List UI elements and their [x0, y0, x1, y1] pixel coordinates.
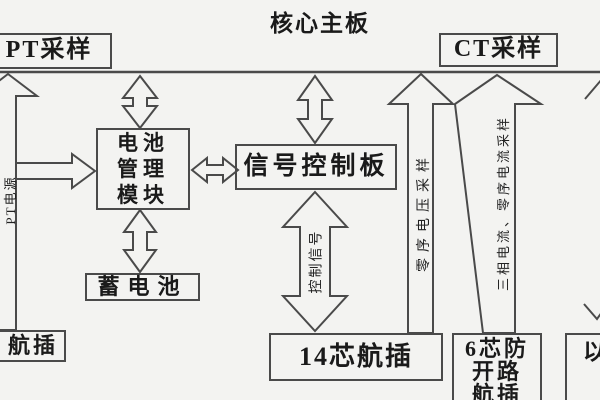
- plug-6pin-box: 6芯防 开路 航插: [452, 333, 542, 400]
- control-signal-double-arrow: [280, 190, 350, 333]
- pt-to-battery-arrow: [15, 152, 97, 190]
- battery-management-box: 电池 管理 模块: [96, 128, 190, 210]
- battery-management-label: 电池 管理 模块: [117, 131, 169, 207]
- signalboard-mainboard-double-arrow: [296, 74, 334, 145]
- right-edge-down-arrowhead: [583, 303, 600, 321]
- ct-sampling-box: CT采样: [439, 33, 558, 67]
- battery-mainboard-double-arrow: [120, 74, 160, 130]
- storage-battery-box: 蓄电池: [85, 273, 200, 301]
- zero-seq-voltage-label: 零序电压采样: [417, 152, 432, 272]
- three-phase-current-label: 三相电流、零序电流采样: [496, 115, 511, 292]
- plug-14pin-box: 14芯航插: [269, 333, 443, 381]
- signal-control-board-box: 信号控制板: [235, 144, 397, 190]
- right-partial-box: 以: [565, 333, 600, 400]
- battery-signalboard-double-arrow: [190, 155, 240, 185]
- battery-storage-double-arrow: [122, 208, 158, 274]
- diagram-title: 核心主板: [270, 11, 370, 36]
- right-edge-up-arrowhead: [584, 79, 600, 100]
- control-signal-label: 控制信号: [309, 229, 325, 294]
- pt-sampling-box: PT采样: [0, 33, 112, 69]
- plug-left-box: 航插: [0, 330, 66, 362]
- pt-power-label: PT电源: [3, 175, 18, 225]
- plug-6pin-label: 6芯防 开路 航插: [464, 336, 529, 400]
